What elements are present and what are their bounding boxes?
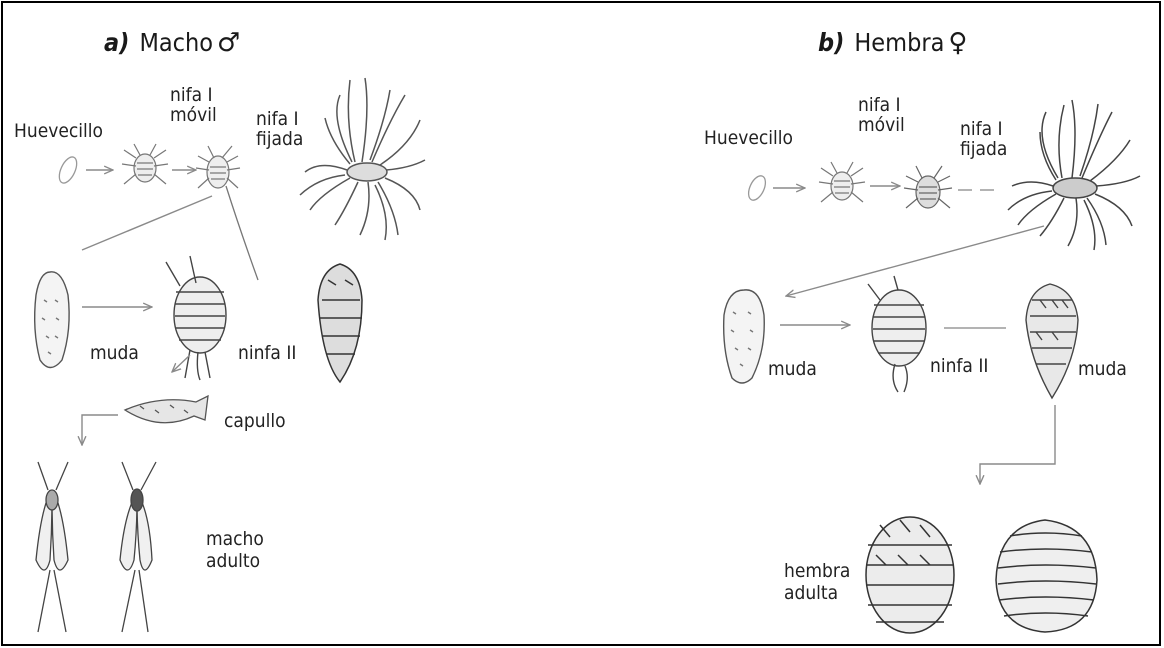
adult-female-label-line2: adulta (784, 582, 838, 604)
mobile-nymph-icon (122, 144, 168, 184)
molt-icon (1026, 284, 1078, 398)
panel-a-title-text: Macho (139, 28, 213, 57)
cocoon-label: capullo (224, 410, 286, 432)
adult-female-label-line1: hembra (784, 560, 850, 582)
molt-label: muda (90, 342, 139, 364)
mobile-nymph-label-line1: nifa I (170, 84, 213, 106)
fixed-nymph-label-line2: fijada (960, 138, 1007, 160)
fixed-nymph-label-line2: fijada (256, 128, 303, 150)
adult-male-icon (36, 462, 68, 632)
mobile-nymph-icon (819, 162, 865, 202)
egg-icon (56, 154, 81, 185)
adult-male-icon (120, 462, 156, 632)
settling-nymph-icon (196, 146, 258, 280)
cocoon-icon (125, 396, 208, 423)
female-symbol-icon: ♀ (948, 28, 967, 58)
egg-label: Huevecillo (704, 127, 793, 149)
panel-a-title: a) Macho♂ (104, 28, 240, 58)
panel-b-letter: b) (818, 28, 844, 57)
nymph-ii-icon (868, 276, 926, 392)
adult-female-icon (996, 520, 1097, 632)
nymph-ii-label: ninfa II (930, 355, 988, 377)
adult-male-label-line1: macho (206, 528, 264, 550)
molt-label: muda (1078, 358, 1127, 380)
panel-b-title: b) Hembra♀ (818, 28, 967, 58)
adult-female-icon (866, 517, 954, 633)
mobile-nymph-label-line2: móvil (170, 104, 217, 126)
adult-male-label-line2: adulto (206, 550, 260, 572)
panel-b-title-text: Hembra (854, 28, 944, 57)
molt-label: muda (768, 358, 817, 380)
fixed-nymph-icon (300, 78, 425, 240)
male-symbol-icon: ♂ (217, 28, 240, 58)
nymph-ii-label: ninfa II (238, 342, 296, 364)
mobile-nymph-label-line2: móvil (858, 114, 905, 136)
settling-nymph-icon (904, 166, 952, 208)
egg-icon (745, 173, 769, 202)
molt-icon (724, 290, 765, 383)
egg-label: Huevecillo (14, 120, 103, 142)
nymph-ii-icon (166, 256, 226, 380)
fixed-nymph-label-line1: nifa I (256, 108, 299, 130)
fixed-nymph-icon (1008, 100, 1140, 250)
molt-icon (35, 272, 69, 368)
fixed-nymph-label-line1: nifa I (960, 118, 1003, 140)
pupa-icon (318, 264, 362, 382)
mobile-nymph-label-line1: nifa I (858, 94, 901, 116)
panel-a-letter: a) (104, 28, 129, 57)
